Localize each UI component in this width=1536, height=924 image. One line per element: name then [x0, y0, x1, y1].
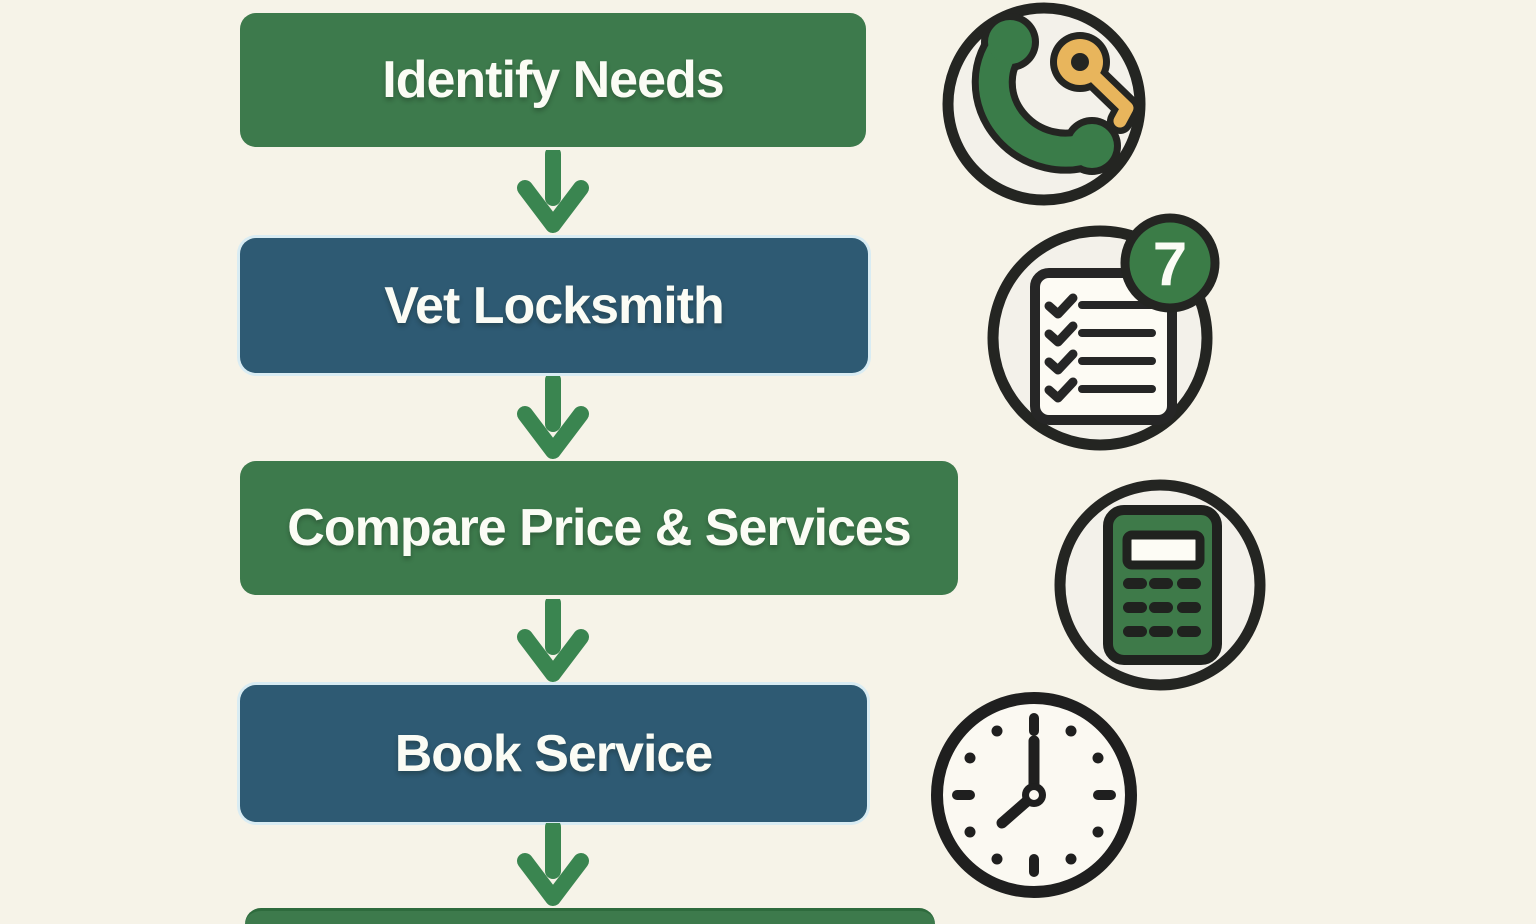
badge-count: 7 [1153, 231, 1187, 300]
flow-step-identify-needs: Identify Needs [240, 13, 866, 147]
flow-step-label: Identify Needs [382, 51, 724, 109]
arrow-down-icon [517, 823, 589, 906]
calculator-icon [1054, 479, 1266, 691]
clock-icon [931, 692, 1137, 898]
phone-key-icon [942, 2, 1146, 206]
flow-step-vet-locksmith: Vet Locksmith [240, 238, 868, 373]
flow-step-label: Compare Price & Services [287, 499, 911, 557]
checklist-icon: 7 [987, 213, 1220, 451]
flow-step-label: Vet Locksmith [384, 276, 725, 335]
flow-step-book-service: Book Service [240, 685, 867, 822]
arrow-down-icon [517, 599, 589, 682]
badge-circle [1120, 213, 1220, 313]
arrow-down-icon [517, 150, 589, 233]
flow-step-partial-bottom [245, 908, 935, 924]
flow-step-compare-price-services: Compare Price & Services [240, 461, 958, 595]
flow-step-label: Book Service [394, 724, 713, 783]
arrow-down-icon [517, 376, 589, 459]
